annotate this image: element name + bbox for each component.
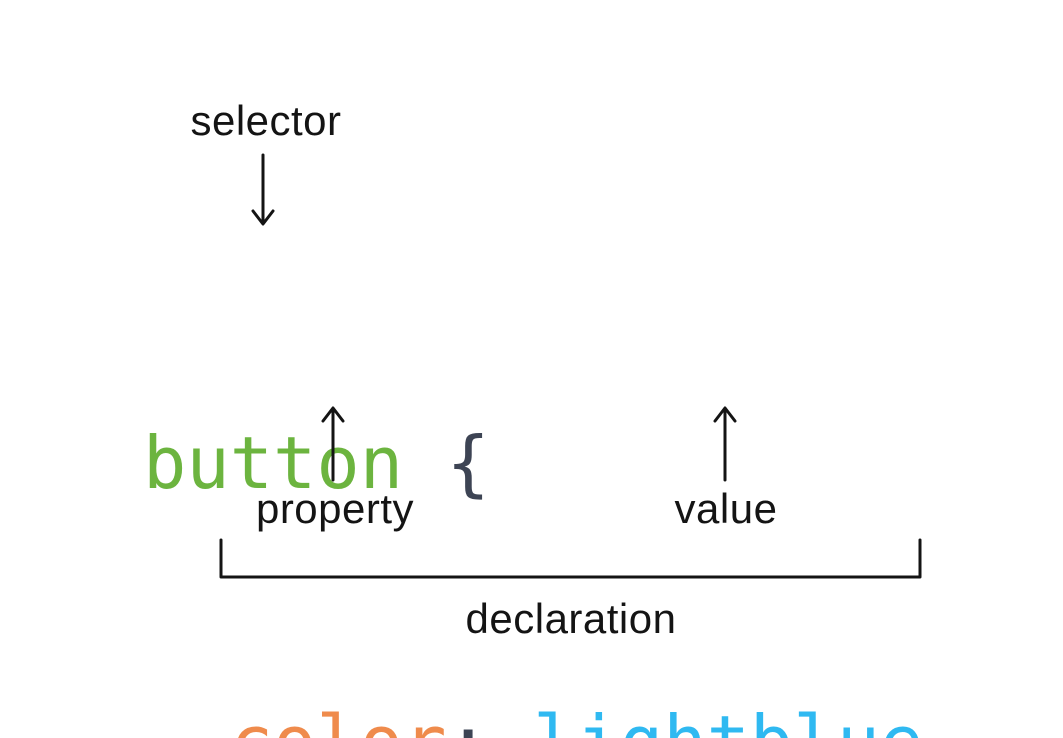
indent <box>143 700 230 738</box>
value-token: lightblue <box>533 700 923 738</box>
declaration-label: declaration <box>465 595 677 642</box>
css-rule-code: button { color: lightblue } <box>143 231 923 738</box>
arrow-up-icon <box>318 404 348 482</box>
code-line-selector: button { <box>143 417 923 510</box>
arrow-up-icon <box>710 404 740 482</box>
open-brace-token: { <box>446 421 490 505</box>
selector-label: selector <box>190 97 342 144</box>
property-label: property <box>255 485 415 532</box>
colon-token: : <box>446 700 489 738</box>
selector-token: button <box>143 421 404 505</box>
arrow-down-icon <box>248 152 278 228</box>
value-label: value <box>674 485 778 532</box>
bracket-underline-icon <box>219 538 923 580</box>
code-line-declaration: color: lightblue <box>143 696 924 738</box>
space <box>490 700 533 738</box>
property-token: color <box>230 700 447 738</box>
